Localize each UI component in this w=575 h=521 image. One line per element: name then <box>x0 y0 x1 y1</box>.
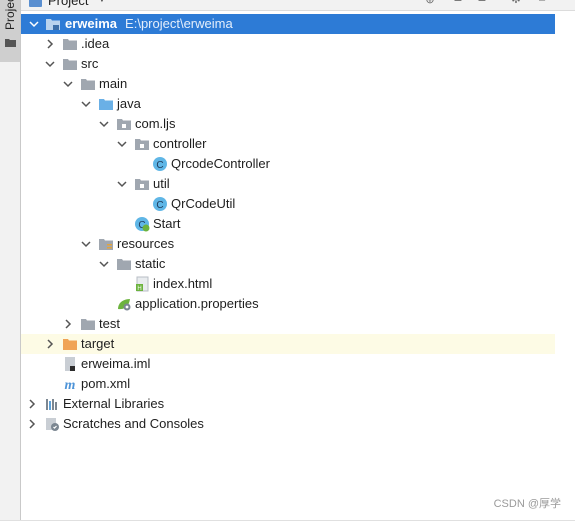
scratches-icon <box>46 418 59 431</box>
chevron-down-icon[interactable] <box>97 257 111 271</box>
tree-row-java[interactable]: java <box>21 94 555 114</box>
resources-folder-icon <box>99 239 113 250</box>
tree-label-target: target <box>81 336 115 351</box>
tree-row-package[interactable]: com.ljs <box>21 114 555 134</box>
folder-icon <box>5 39 16 47</box>
package-icon <box>135 139 149 150</box>
tree-row-static[interactable]: static <box>21 254 555 274</box>
tree-label-index-html: index.html <box>153 276 213 291</box>
tree-row-main[interactable]: main <box>21 74 555 94</box>
tree-row-test[interactable]: test <box>21 314 555 334</box>
tree-row-start[interactable]: C Start <box>21 214 555 234</box>
chevron-right-icon[interactable] <box>61 317 75 331</box>
tree-row-pom-xml[interactable]: m pom.xml <box>21 374 555 394</box>
tree-row-src[interactable]: src <box>21 54 555 74</box>
java-class-icon: C <box>153 157 167 171</box>
maven-icon: m <box>65 378 76 392</box>
tree-label-util: util <box>153 176 170 191</box>
package-icon <box>135 179 149 190</box>
source-folder-icon <box>99 99 113 110</box>
root-path: E:\project\erweima <box>125 16 233 31</box>
idea-name: idea <box>84 36 110 51</box>
html-file-icon: H <box>136 276 149 292</box>
excluded-folder-icon <box>63 339 77 350</box>
tree-label-scratches: Scratches and Consoles <box>63 416 204 431</box>
svg-text:C: C <box>138 220 145 231</box>
chevron-down-icon[interactable] <box>115 177 129 191</box>
library-icon <box>46 399 57 410</box>
tree-label-static: static <box>135 256 166 271</box>
chevron-down-icon[interactable] <box>115 137 129 151</box>
folder-icon <box>117 259 131 270</box>
folder-icon <box>81 319 95 330</box>
spring-boot-class-icon: C <box>135 217 150 232</box>
project-toolbar: Project ▼ ⊕ ≚ ≙ ✻ – <box>21 0 575 11</box>
tree-label-qrcode-controller: QrcodeController <box>171 156 270 171</box>
svg-text:H: H <box>137 286 141 292</box>
tree-row-resources[interactable]: resources <box>21 234 555 254</box>
iml-file-icon <box>65 357 75 371</box>
tree-row-index-html[interactable]: H index.html <box>21 274 555 294</box>
folder-icon <box>81 79 95 90</box>
chevron-down-icon[interactable] <box>61 77 75 91</box>
chevron-down-icon[interactable] <box>27 17 41 31</box>
tree-label-resources: resources <box>117 236 175 251</box>
tree-label-src: src <box>81 56 99 71</box>
project-view-title[interactable]: Project <box>48 0 89 8</box>
chevron-down-icon[interactable] <box>79 237 93 251</box>
chevron-down-icon[interactable] <box>79 97 93 111</box>
chevron-down-icon[interactable]: ▼ <box>97 0 107 5</box>
chevron-down-icon[interactable] <box>97 117 111 131</box>
folder-icon <box>63 59 77 70</box>
chevron-right-icon[interactable] <box>25 417 39 431</box>
tree-label-idea: .idea <box>81 36 110 51</box>
tree-row-qrcode-controller[interactable]: C QrcodeController <box>21 154 555 174</box>
hide-icon[interactable]: – <box>538 0 546 6</box>
module-folder-icon <box>46 19 60 30</box>
tree-row-idea[interactable]: .idea <box>21 34 555 54</box>
tree-label-pom-xml: pom.xml <box>81 376 131 391</box>
folder-icon <box>63 39 77 50</box>
tree-row-target[interactable]: target <box>21 334 555 354</box>
svg-text:C: C <box>156 160 163 171</box>
tree-label-erweima-iml: erweima.iml <box>81 356 151 371</box>
tree-row-scratches[interactable]: Scratches and Consoles <box>21 414 555 434</box>
chevron-down-icon[interactable] <box>43 57 57 71</box>
globe-icon[interactable]: ⊕ <box>425 0 435 6</box>
java-class-icon: C <box>153 197 167 211</box>
tree-row-application-properties[interactable]: application.properties <box>21 294 555 314</box>
root-name: erweima <box>65 16 118 31</box>
tree-row-erweima-iml[interactable]: erweima.iml <box>21 354 555 374</box>
project-icon <box>29 0 42 7</box>
spring-properties-icon <box>118 299 131 311</box>
project-tool-tab[interactable]: Project <box>0 0 20 62</box>
tree-row-external-libraries[interactable]: External Libraries <box>21 394 555 414</box>
project-tool-tab-label: Project <box>3 0 17 30</box>
tree-label-root: erweima E:\project\erweima <box>65 16 233 32</box>
tree-label-java: java <box>117 96 141 111</box>
settings-icon[interactable]: ✻ <box>511 0 521 6</box>
tree-label-package: com.ljs <box>135 116 176 131</box>
tree-row-controller[interactable]: controller <box>21 134 555 154</box>
tree-label-qrcode-util: QrCodeUtil <box>171 196 236 211</box>
tree-label-application-properties: application.properties <box>135 296 259 311</box>
left-tool-strip: Project <box>0 0 21 521</box>
tree-label-controller: controller <box>153 136 207 151</box>
watermark: CSDN @厚学 <box>493 498 561 510</box>
chevron-right-icon[interactable] <box>25 397 39 411</box>
collapse-all-icon[interactable]: ≚ <box>453 0 463 6</box>
chevron-right-icon[interactable] <box>43 37 57 51</box>
chevron-right-icon[interactable] <box>43 337 57 351</box>
tree-label-test: test <box>99 316 120 331</box>
tree-row-root[interactable]: erweima E:\project\erweima <box>21 14 555 34</box>
package-icon <box>117 119 131 130</box>
tree-label-start: Start <box>153 216 181 231</box>
tree-label-external-libraries: External Libraries <box>63 396 165 411</box>
tree-row-util[interactable]: util <box>21 174 555 194</box>
svg-text:m: m <box>65 378 76 392</box>
expand-all-icon[interactable]: ≙ <box>477 0 487 6</box>
tree-label-main: main <box>99 76 128 91</box>
tree-row-qrcode-util[interactable]: C QrCodeUtil <box>21 194 555 214</box>
svg-text:C: C <box>156 200 163 211</box>
